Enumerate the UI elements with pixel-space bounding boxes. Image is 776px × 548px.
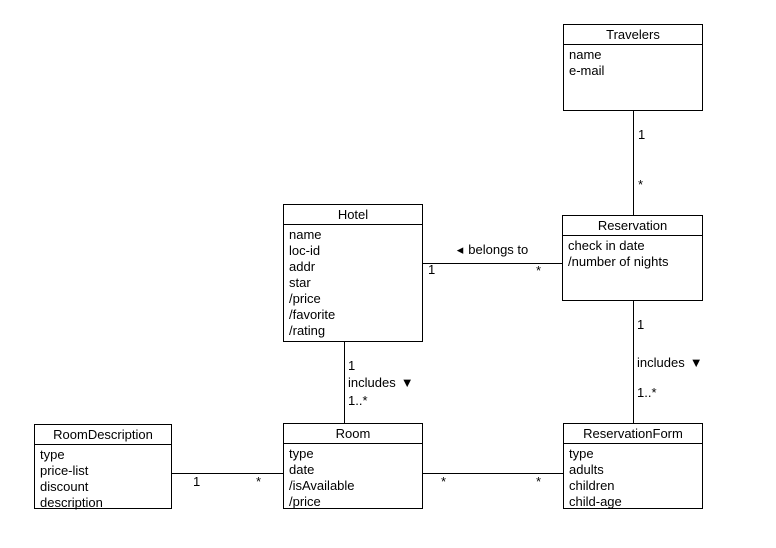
multiplicity-travelers-reservation-source: 1 — [638, 127, 646, 142]
class-attribute: type — [289, 446, 314, 461]
class-attribute: name — [569, 47, 602, 62]
association-line-roomdescription-room — [172, 473, 283, 474]
multiplicity-reservation-reservationform-target: 1..* — [637, 385, 657, 400]
class-attribute: name — [289, 227, 322, 242]
class-attribute: /rating — [289, 323, 326, 338]
class-attribute: /price — [289, 291, 321, 306]
belongs-to-direction-left-triangle-icon: ◂ — [456, 242, 464, 257]
class-attribute: addr — [289, 259, 316, 274]
includes-direction-down-triangle-icon: ▼ — [400, 375, 414, 390]
class-attribute: e-mail — [569, 63, 605, 78]
association-name-reservation-reservationform: includes ▼ — [637, 355, 703, 370]
class-attribute: type — [569, 446, 594, 461]
class-name-roomdescription: RoomDescription — [35, 425, 171, 445]
association-line-travelers-reservation — [633, 111, 634, 215]
class-attribute: /isAvailable — [289, 478, 355, 493]
multiplicity-reservation-reservationform-source: 1 — [637, 317, 645, 332]
multiplicity-room-reservationform-target: * — [536, 474, 542, 489]
multiplicity-hotel-room-source: 1 — [348, 358, 356, 373]
class-attribute: children — [569, 478, 615, 493]
multiplicity-hotel-reservation-source: 1 — [428, 262, 436, 277]
class-attribute: description — [40, 495, 103, 510]
class-attribute: price-list — [40, 463, 89, 478]
class-attribute: type — [40, 447, 65, 462]
class-attributes-reservation: check in date/number of nights — [563, 236, 702, 270]
class-attribute: adults — [569, 462, 604, 477]
class-attribute: star — [289, 275, 311, 290]
association-name-hotel-room: includes ▼ — [348, 375, 414, 390]
class-attribute: /favorite — [289, 307, 336, 322]
multiplicity-roomdescription-room-target: * — [256, 474, 262, 489]
multiplicity-travelers-reservation-target: * — [638, 177, 644, 192]
association-line-hotel-reservation — [423, 263, 562, 264]
association-name-hotel-reservation: ◂ belongs to — [423, 242, 562, 257]
class-attribute: /number of nights — [568, 254, 669, 269]
class-attribute: check in date — [568, 238, 645, 253]
association-line-reservation-reservationform — [633, 301, 634, 423]
class-name-travelers: Travelers — [564, 25, 702, 45]
association-label-includes-room: includes — [348, 375, 396, 390]
association-label-belongs-to: belongs to — [468, 242, 529, 257]
multiplicity-hotel-reservation-target: * — [536, 263, 542, 278]
multiplicity-room-reservationform-source: * — [441, 474, 447, 489]
class-name-reservationform: ReservationForm — [564, 424, 702, 444]
class-name-hotel: Hotel — [284, 205, 422, 225]
class-name-reservation: Reservation — [563, 216, 702, 236]
multiplicity-roomdescription-room-source: 1 — [193, 474, 201, 489]
association-line-hotel-room — [344, 342, 345, 423]
multiplicity-hotel-room-target: 1..* — [348, 393, 368, 408]
association-line-room-reservationform — [423, 473, 563, 474]
class-name-room: Room — [284, 424, 422, 444]
class-attribute: discount — [40, 479, 89, 494]
association-label-includes-reservationform: includes — [637, 355, 685, 370]
includes-direction-down-triangle-icon: ▼ — [689, 355, 703, 370]
class-box-reservation: Reservation check in date/number of nigh… — [562, 215, 703, 301]
class-attribute: loc-id — [289, 243, 321, 258]
class-attribute: /price — [289, 494, 321, 509]
class-attribute: child-age — [569, 494, 622, 509]
class-attribute: date — [289, 462, 315, 477]
